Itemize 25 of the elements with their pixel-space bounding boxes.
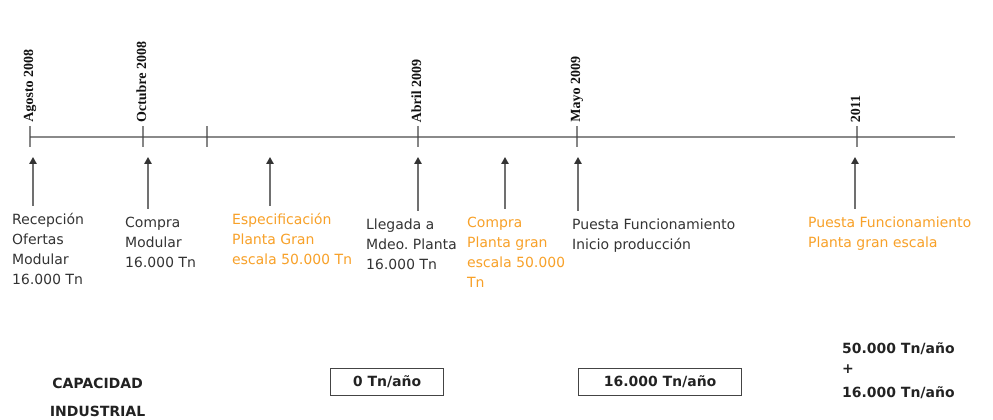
row-heading: CAPACIDAD INDUSTRIAL [48,375,146,420]
date-label: Mayo 2009 [569,56,585,122]
arrow [29,157,37,206]
capacity-box: 16.000 Tn/año [578,368,742,396]
event-text: Puesta Funcionamiento Planta gran escala [808,213,978,253]
event-text: Llegada a Mdeo. Planta 16.000 Tn [366,215,461,275]
arrow [266,157,274,206]
capacity-text: 50.000 Tn/año [842,340,955,359]
date-label: 2011 [849,95,865,122]
event-text: Especificación Planta Gran escala 50.000 Tn [232,210,362,270]
event-text: Compra Planta gran escala 50.000 Tn [467,213,567,293]
arrow [574,157,582,211]
capacity-text: 16.000 Tn/año [842,384,955,403]
date-label: Octubre 2008 [135,41,151,122]
arrow [144,157,152,209]
arrow [414,157,422,211]
plus-sign: + [842,360,854,379]
date-label: Abril 2009 [410,59,426,122]
capacity-box: 0 Tn/año [330,368,444,396]
event-text: Compra Modular 16.000 Tn [125,213,225,273]
arrow [851,157,859,209]
date-label: Agosto 2008 [22,49,38,122]
event-text: Recepción Ofertas Modular 16.000 Tn [12,210,112,290]
event-text: Puesta Funcionamiento Inicio producción [572,215,742,255]
arrow [501,157,509,209]
